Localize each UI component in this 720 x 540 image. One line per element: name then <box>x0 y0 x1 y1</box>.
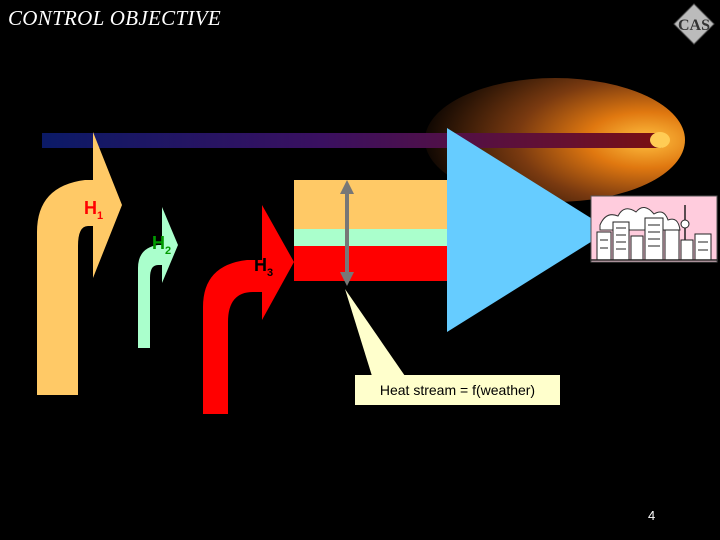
h3-label-main: H <box>254 255 267 275</box>
h1-label: H1 <box>84 198 103 222</box>
h1-label-main: H <box>84 198 97 218</box>
h2-label-main: H <box>152 233 165 253</box>
city-icon <box>591 196 717 262</box>
h2-label-sub: 2 <box>165 245 171 257</box>
page-number: 4 <box>648 508 655 523</box>
h3-label-sub: 3 <box>267 267 273 279</box>
top-flow-bar <box>42 133 662 148</box>
h3-label: H3 <box>254 255 273 279</box>
h2-label: H2 <box>152 233 171 257</box>
callout-pointer <box>345 289 405 376</box>
callout-heat-stream: Heat stream = f(weather) <box>355 375 560 405</box>
h1-arrow <box>37 132 122 395</box>
h2-arrow <box>138 207 178 348</box>
h3-arrow <box>203 205 294 414</box>
h1-label-sub: 1 <box>97 210 103 222</box>
top-flow-bar-end <box>650 132 670 148</box>
